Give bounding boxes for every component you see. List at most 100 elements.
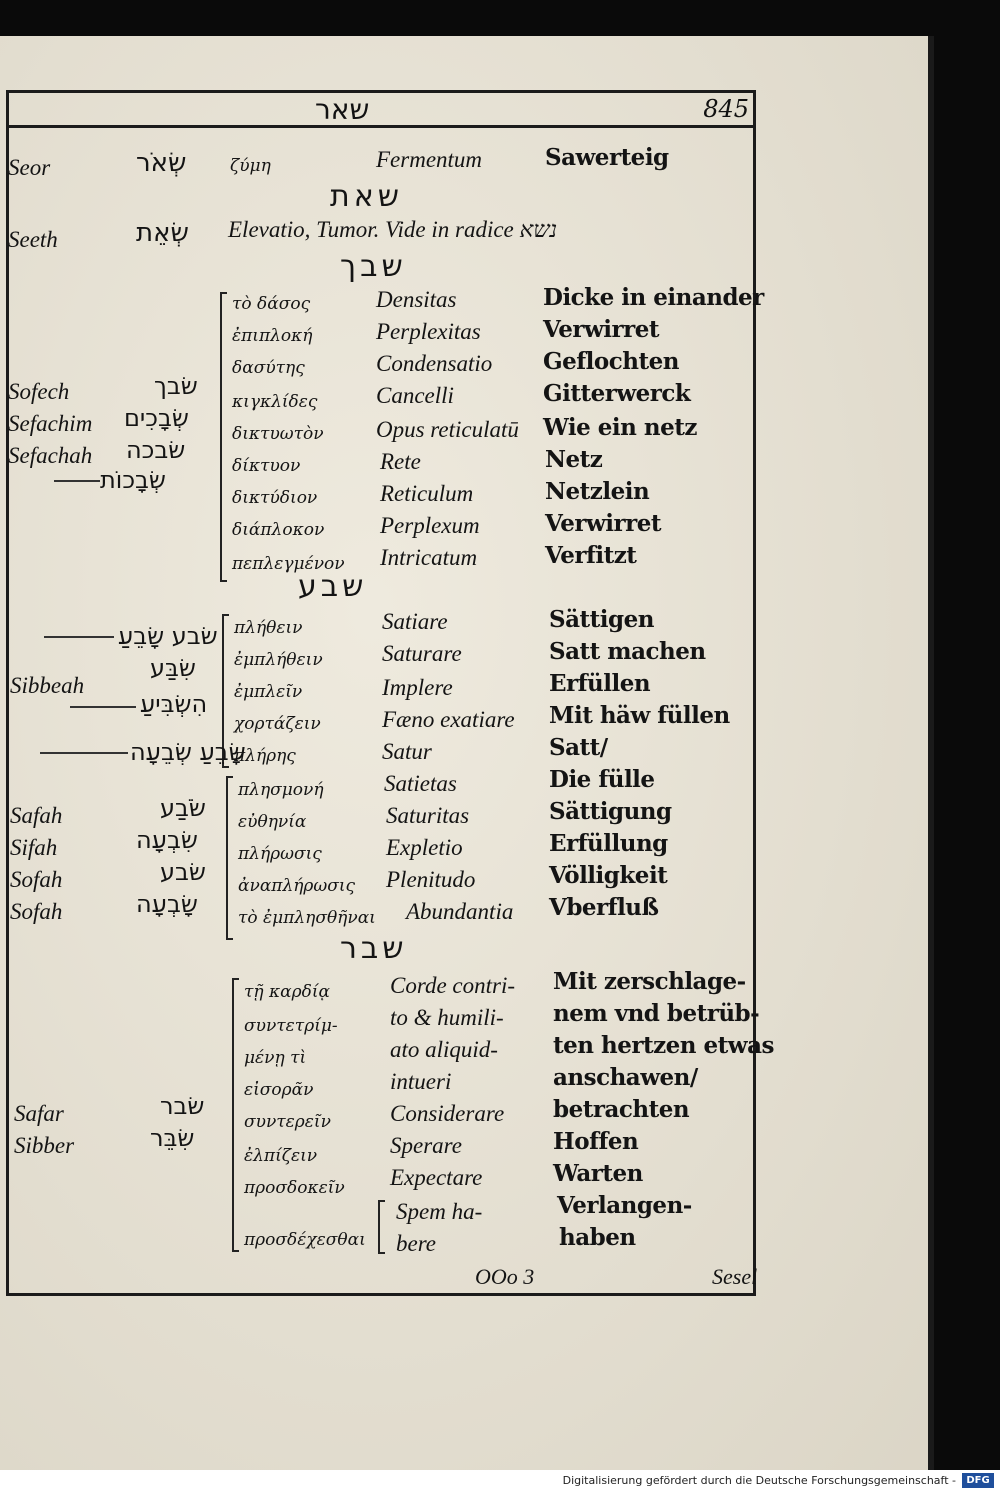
sbk-greek-4: κιγκλίδες: [232, 392, 318, 412]
sbr-greek-1: τῇ καρδίᾳ: [244, 982, 330, 1002]
sba2-latin-2: Saturitas: [386, 803, 470, 828]
root-sbk: שבך: [340, 249, 407, 284]
sbk-greek-1: τὸ δάσος: [232, 294, 311, 314]
seeth-translit: Seeth: [8, 227, 58, 252]
sbk-greek-2: ἐπιπλοκή: [232, 326, 313, 346]
sbk-latin-1: Densitas: [376, 287, 457, 312]
sba1-rule-3: [40, 752, 128, 754]
sbk-german-2: Verwirret: [543, 316, 660, 343]
sba2-latin-4: Plenitudo: [386, 867, 476, 892]
sba2-translit-1: Safah: [10, 803, 63, 828]
catchword: Sesel: [712, 1264, 758, 1289]
sbk-hebrew-4: שְׂבָכוֹת: [100, 466, 166, 494]
sba2-greek-1: πλησμονή: [238, 780, 324, 800]
seor-translit: Seor: [8, 155, 51, 180]
running-head: שאר 845: [9, 93, 753, 128]
sba1-german-5: Satt/: [549, 734, 608, 761]
sba1-hebrew-4: שָׂבֵעַ שְׂבֵעָה: [130, 738, 246, 766]
sba1-greek-1: πλήθειν: [234, 618, 303, 638]
sbr-german-1: Mit zerschlage-: [553, 968, 746, 995]
sba2-translit-2: Sifah: [10, 835, 58, 860]
sbr-latin-9: bere: [396, 1231, 437, 1256]
sba2-german-4: Völligkeit: [549, 862, 668, 889]
sbk-german-9: Verfitzt: [545, 542, 637, 569]
sba2-hebrew-4: שָׂבְעָה: [136, 890, 198, 918]
sba1-latin-4: Fæno exatiare: [382, 707, 515, 732]
sbr-german-9: haben: [559, 1224, 636, 1251]
sbk-brace: [220, 292, 227, 582]
sbk-german-8: Verwirret: [545, 510, 662, 537]
page-bottom: OOo 3 Sesel: [6, 1260, 758, 1296]
sba1-german-1: Sättigen: [549, 606, 654, 633]
sbr-inner-brace: [378, 1200, 385, 1254]
sbk-german-4: Gitterwerck: [543, 380, 691, 407]
sbr-german-7: Warten: [553, 1160, 643, 1187]
sbk-latin-7: Reticulum: [380, 481, 474, 506]
page-number: 845: [703, 95, 749, 123]
sba1-latin-5: Satur: [382, 739, 432, 764]
sbk-latin-8: Perplexum: [380, 513, 480, 538]
sba2-greek-2: εὐθηνία: [238, 812, 307, 832]
sbk-translit-1: Sofech: [8, 379, 70, 404]
sbr-greek-2: συντετρίμ-: [244, 1016, 338, 1036]
seeth-hebrew: שְׂאֵת: [136, 218, 189, 248]
footer-text: Digitalisierung gefördert durch die Deut…: [562, 1474, 956, 1487]
sba2-greek-4: ἀναπλήρωσις: [238, 876, 356, 896]
root-seeth: שאת: [330, 179, 404, 214]
sba2-hebrew-3: שׂבע: [160, 858, 206, 886]
sbk-rule: [54, 480, 100, 482]
sba2-hebrew-1: שֹׂבַע: [160, 794, 206, 822]
sba2-brace: [226, 776, 233, 940]
sbr-translit-2: Sibber: [14, 1133, 75, 1158]
sbk-german-6: Netz: [545, 446, 603, 473]
sba2-german-2: Sättigung: [549, 798, 672, 825]
sba2-translit-4: Sofah: [10, 899, 63, 924]
sbr-german-2: nem vnd betrüb-: [553, 1000, 760, 1027]
sba1-greek-3: ἐμπλεῖν: [234, 682, 303, 702]
seor-german: Sawerteig: [545, 144, 669, 171]
sba1-greek-5: πλήρης: [234, 746, 296, 766]
sbr-greek-3: μένῃ τὶ: [244, 1048, 307, 1068]
sba2-latin-3: Expletio: [386, 835, 463, 860]
sbr-greek-5: συντερεῖν: [244, 1112, 331, 1132]
sbr-latin-6: Sperare: [390, 1133, 462, 1158]
sbk-translit-2: Sefachim: [8, 411, 93, 436]
sbr-greek-8: προσδέχεσθαι: [244, 1230, 366, 1250]
dfg-logo: DFG: [962, 1473, 994, 1488]
sbr-latin-4: intueri: [390, 1069, 452, 1094]
sba1-german-2: Satt machen: [549, 638, 706, 665]
sba2-greek-3: πλήρωσις: [238, 844, 322, 864]
sbk-latin-5: Opus reticulatū: [376, 417, 519, 442]
sbk-latin-6: Rete: [380, 449, 421, 474]
sbk-german-7: Netzlein: [545, 478, 650, 505]
sba1-greek-2: ἐμπλήθειν: [234, 650, 323, 670]
seeth-note: Elevatio, Tumor. Vide in radice נשא: [228, 217, 558, 242]
sba2-latin-1: Satietas: [384, 771, 457, 796]
sba2-hebrew-2: שִׂבְעָה: [136, 826, 198, 854]
sba1-latin-1: Satiare: [382, 609, 448, 634]
sbk-hebrew-3: שׂבכה: [126, 436, 186, 464]
page-frame: שאר 845: [6, 90, 756, 1296]
sbr-german-3: ten hertzen etwas: [553, 1032, 774, 1059]
sbk-latin-2: Perplexitas: [376, 319, 481, 344]
sba2-latin-5: Abundantia: [406, 899, 514, 924]
sba1-translit: Sibbeah: [10, 673, 85, 698]
sbk-greek-8: διάπλοκον: [232, 520, 325, 540]
sba2-greek-5: τὸ ἐμπλησθῆναι: [238, 908, 376, 928]
signature-mark: OOo 3: [475, 1264, 535, 1289]
sba2-german-3: Erfüllung: [549, 830, 668, 857]
sba1-hebrew-1: שׂבע שָׂבֵעַ: [118, 622, 218, 650]
sbr-latin-2: to & humili-: [390, 1005, 504, 1030]
sbk-german-5: Wie ein netz: [543, 414, 697, 441]
sbk-hebrew-2: שְׂבָכִים: [124, 404, 189, 432]
sba1-hebrew-2: שִׂבַּע: [150, 654, 196, 682]
sbr-greek-7: προσδοκεῖν: [244, 1178, 345, 1198]
sbk-german-3: Geflochten: [543, 348, 679, 375]
sbr-german-8: Verlangen-: [557, 1192, 692, 1219]
sbk-greek-7: δικτύδιον: [232, 488, 318, 508]
sbr-german-4: anschawen/: [553, 1064, 698, 1091]
sbk-greek-5: δικτυωτὸν: [232, 424, 324, 444]
sbk-latin-3: Condensatio: [376, 351, 493, 376]
sba2-german-5: Vberfluß: [549, 894, 659, 921]
sbr-hebrew-1: שׂבר: [160, 1092, 205, 1120]
